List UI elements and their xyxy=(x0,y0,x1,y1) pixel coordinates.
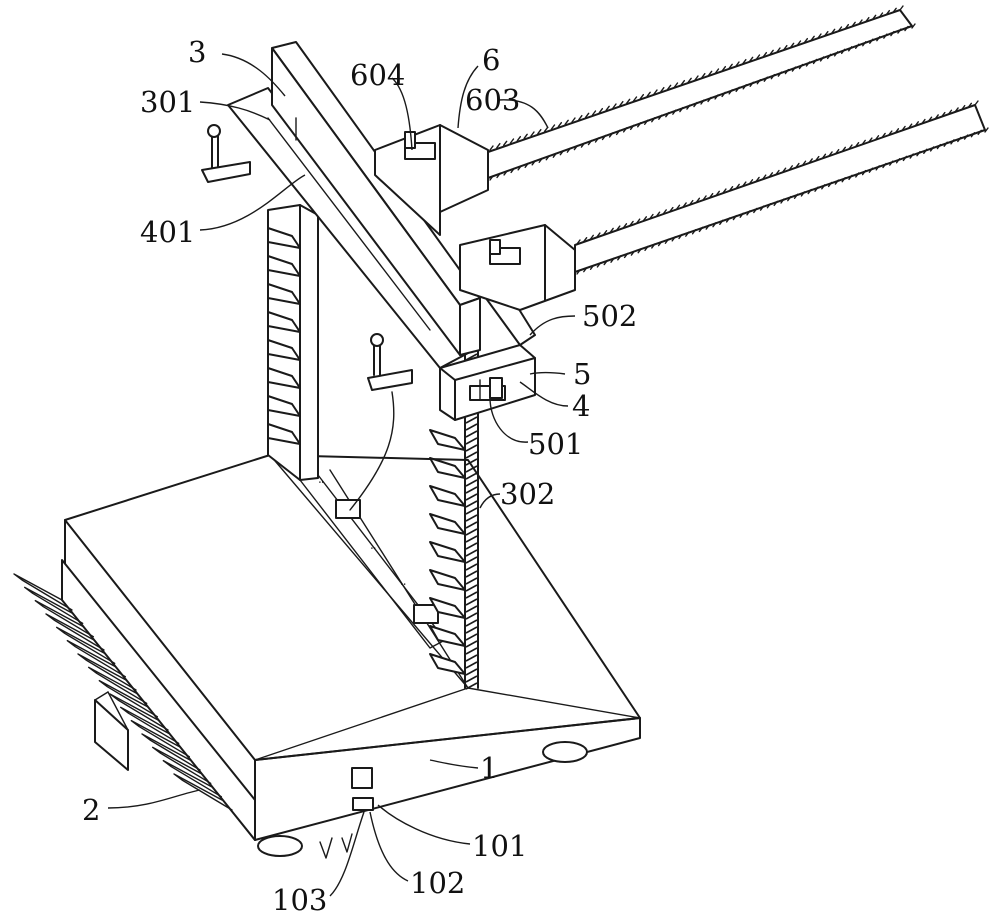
part-labels: 3 301 401 604 6 603 502 5 4 501 302 2 1 … xyxy=(82,35,637,917)
label-6: 6 xyxy=(482,43,500,77)
svg-text:⠒: ⠒ xyxy=(370,545,377,555)
label-101: 101 xyxy=(472,829,527,863)
label-301: 301 xyxy=(140,85,195,119)
label-604: 604 xyxy=(350,58,405,92)
svg-text:⠒: ⠒ xyxy=(318,479,325,489)
label-4: 4 xyxy=(572,389,590,423)
front-comb xyxy=(13,559,256,841)
label-103: 103 xyxy=(272,883,327,917)
svg-text:⠒: ⠒ xyxy=(400,581,407,591)
leader-lines xyxy=(107,53,576,897)
label-501: 501 xyxy=(528,427,583,461)
chainsaw-arms xyxy=(374,5,989,311)
label-3: 3 xyxy=(188,35,206,69)
label-302: 302 xyxy=(500,477,555,511)
label-5: 5 xyxy=(573,357,591,391)
label-401: 401 xyxy=(140,215,195,249)
label-102: 102 xyxy=(410,866,465,900)
label-1: 1 xyxy=(480,751,498,785)
label-2: 2 xyxy=(82,793,100,827)
label-502: 502 xyxy=(582,299,637,333)
label-603: 603 xyxy=(465,83,520,117)
mast xyxy=(267,204,479,690)
